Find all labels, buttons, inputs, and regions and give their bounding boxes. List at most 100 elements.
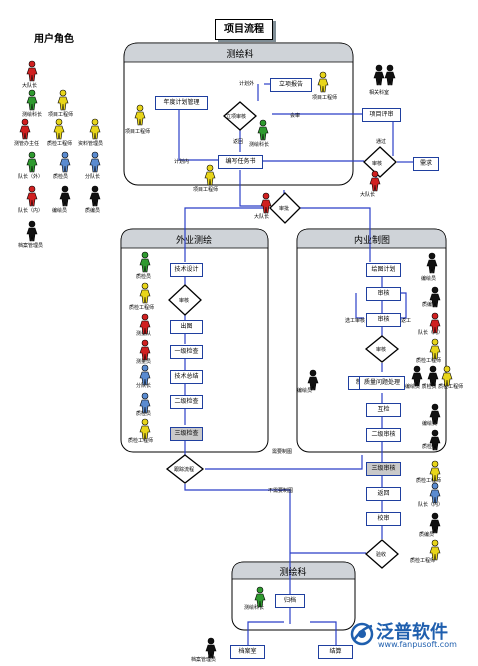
brand-url: www.fanpusoft.com bbox=[378, 640, 457, 649]
legend-title: 用户角色 bbox=[34, 34, 74, 45]
legend-label: 测管办主任 bbox=[14, 141, 40, 147]
role-person-icon bbox=[428, 429, 442, 455]
legend-label: 编绘员 bbox=[52, 208, 68, 214]
label-meeting: 会审 bbox=[290, 113, 301, 119]
field-node: 跟踪流程 bbox=[174, 467, 195, 473]
field-person-label: 分队长 bbox=[136, 383, 152, 389]
office-node[interactable]: 审核 bbox=[366, 287, 401, 301]
legend-person-icon bbox=[88, 185, 102, 211]
role-person-icon bbox=[426, 365, 440, 391]
field-node[interactable]: 三级检查 bbox=[170, 427, 203, 441]
role-person-icon bbox=[253, 586, 267, 612]
role-person-icon bbox=[440, 365, 454, 391]
legend-person-icon bbox=[25, 185, 39, 211]
role-person-icon bbox=[306, 369, 320, 395]
office-label-chief: 质检工程师 bbox=[416, 478, 442, 484]
label-head: 测绘科长 bbox=[249, 142, 270, 148]
role-person-icon bbox=[368, 170, 382, 196]
role-person-icon bbox=[428, 338, 442, 364]
page-title: 项目流程 bbox=[215, 19, 273, 40]
lane-bottom bbox=[231, 561, 356, 631]
legend-person-icon bbox=[58, 151, 72, 177]
office-label-quality-staff: 质编员 bbox=[422, 302, 438, 308]
office-label-qa-staff: 质检员 bbox=[422, 444, 438, 450]
role-person-icon bbox=[316, 71, 330, 97]
role-person-icon bbox=[372, 64, 386, 90]
label-plan-b: 计划内 bbox=[174, 159, 190, 165]
legend-label: 质检员 bbox=[53, 174, 69, 180]
node-plan-report[interactable]: 立项报告 bbox=[270, 78, 312, 92]
legend-label: 大队长 bbox=[22, 83, 38, 89]
legend-label: 质检工程师 bbox=[47, 141, 73, 147]
lane-title-top: 测绘科 bbox=[226, 50, 254, 60]
field-node[interactable]: 一级检查 bbox=[170, 345, 203, 359]
node-report-out[interactable]: 需求 bbox=[413, 157, 439, 171]
office-label-ok1: 选工审核 bbox=[345, 318, 366, 324]
role-person-icon bbox=[138, 418, 152, 444]
office-node[interactable]: 绘图计划 bbox=[366, 263, 401, 277]
role-person-icon bbox=[428, 460, 442, 486]
role-person-icon bbox=[428, 482, 442, 508]
office-label-qa2: 质检工程师 bbox=[410, 558, 436, 564]
office-label-qa-left: 编绘员 bbox=[297, 388, 313, 394]
role-person-icon bbox=[428, 286, 442, 312]
office-label-qa-eng: 质检工程师 bbox=[416, 358, 442, 364]
role-person-icon bbox=[425, 252, 439, 278]
legend-person-icon bbox=[25, 220, 39, 246]
node-approve: 审批 bbox=[279, 206, 290, 212]
bottom-node-settle[interactable]: 结算 bbox=[318, 645, 353, 659]
legend-person-icon bbox=[25, 151, 39, 177]
label-back: 返回 bbox=[233, 139, 244, 145]
field-node[interactable]: 出图 bbox=[170, 320, 203, 334]
role-person-icon bbox=[138, 313, 152, 339]
legend-label: 资料管理员 bbox=[78, 141, 104, 147]
role-person-icon bbox=[428, 539, 442, 565]
node-task[interactable]: 编写任务书 bbox=[218, 155, 263, 169]
brand-logo-icon bbox=[350, 622, 374, 646]
role-person-icon bbox=[259, 192, 273, 218]
field-node[interactable]: 技术设计 bbox=[170, 263, 203, 277]
role-person-icon bbox=[428, 312, 442, 338]
field-person-label: 质检工程师 bbox=[128, 438, 154, 444]
lane-field bbox=[120, 228, 269, 453]
office-label-edit-staff: 编绘员 bbox=[421, 276, 437, 282]
field-node: 审核 bbox=[179, 298, 190, 304]
office-label-team-in: 队长（内） bbox=[418, 330, 444, 336]
node-review-diamond: 审核 bbox=[372, 161, 383, 167]
bottom-archivist-label: 档案管理员 bbox=[191, 657, 217, 663]
legend-label: 质编员 bbox=[85, 208, 101, 214]
lane-title-field: 外业测绘 bbox=[175, 236, 212, 246]
office-label-editor2: 编绘员 bbox=[422, 421, 438, 427]
role-person-icon bbox=[410, 365, 424, 391]
node-project-review[interactable]: 项目评审 bbox=[362, 108, 401, 122]
field-node[interactable]: 技术总结 bbox=[170, 370, 203, 384]
role-person-icon bbox=[133, 104, 147, 130]
office-node[interactable]: 质量问题处理 bbox=[359, 376, 405, 390]
office-node[interactable]: 校审 bbox=[366, 512, 401, 526]
office-label-editor3: 质编员 bbox=[419, 532, 435, 538]
role-person-icon bbox=[428, 512, 442, 538]
field-node[interactable]: 二级检查 bbox=[170, 395, 203, 409]
bottom-node-archive-room[interactable]: 档案室 bbox=[230, 645, 265, 659]
office-node[interactable]: 二级审核 bbox=[366, 428, 401, 442]
lane-title-bottom: 测绘科 bbox=[279, 568, 307, 578]
label-captain-middle: 大队长 bbox=[254, 214, 270, 220]
office-node[interactable]: 审核 bbox=[366, 313, 401, 327]
office-label-ok2: 返工 bbox=[401, 318, 412, 324]
bottom-node-archive[interactable]: 归档 bbox=[275, 594, 305, 608]
office-node[interactable]: 返回 bbox=[366, 487, 401, 501]
legend-label: 档案管理员 bbox=[18, 243, 44, 249]
node-plan-manage[interactable]: 年度计划管理 bbox=[155, 96, 208, 110]
legend-person-icon bbox=[56, 89, 70, 115]
role-person-icon bbox=[138, 392, 152, 418]
connectors bbox=[178, 83, 413, 645]
office-node[interactable]: 互检 bbox=[366, 403, 401, 417]
diamonds bbox=[165, 101, 400, 569]
legend-label: 项目工程师 bbox=[48, 112, 74, 118]
role-person-icon bbox=[203, 164, 217, 190]
field-person-label: 质检员 bbox=[136, 274, 152, 280]
office-node[interactable]: 三级审核 bbox=[366, 462, 401, 476]
label-engineer-right: 项目工程师 bbox=[312, 95, 338, 101]
role-person-icon bbox=[383, 64, 397, 90]
